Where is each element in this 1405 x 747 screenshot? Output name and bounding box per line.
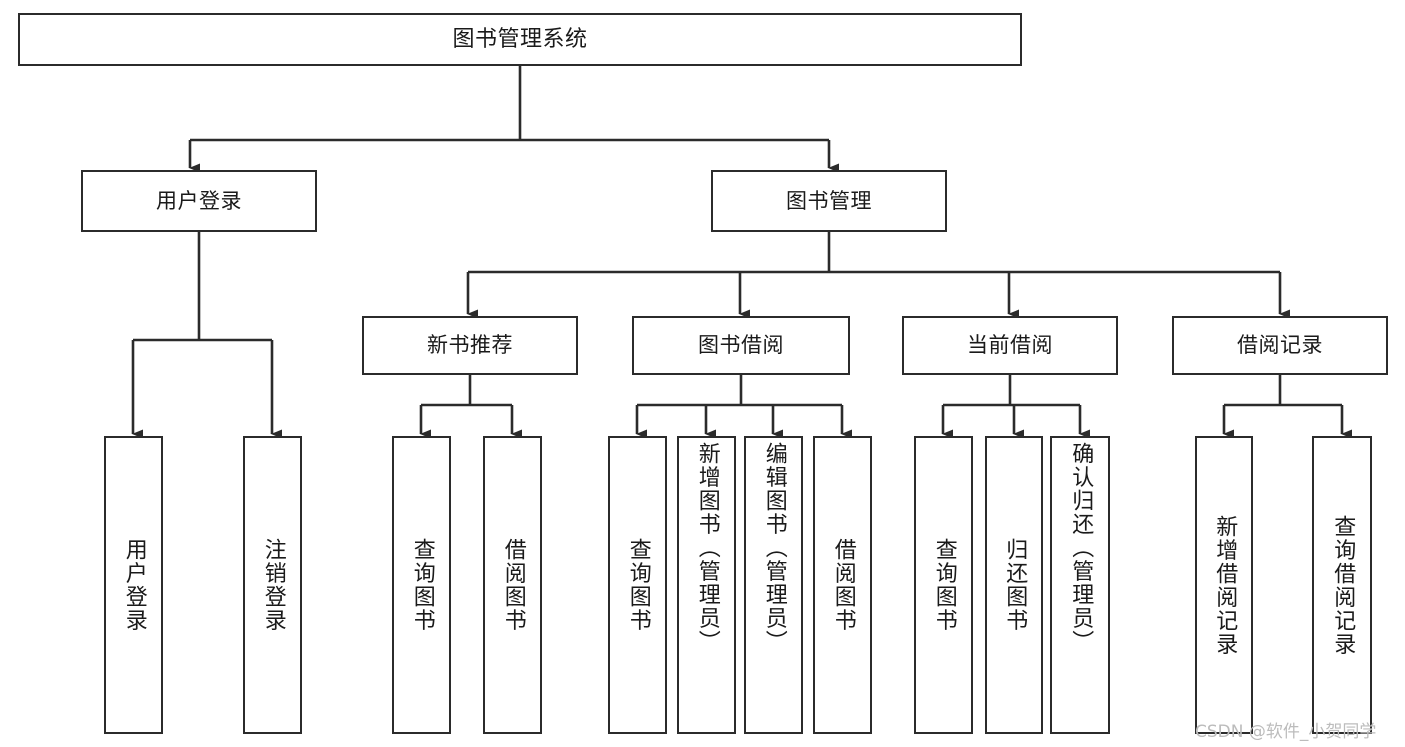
node-leaf-7[interactable]: 借阅图书 [813,436,872,734]
node-label: 查询借阅记录 [1330,514,1356,656]
node-level2-0[interactable]: 新书推荐 [362,316,578,375]
node-level2-3[interactable]: 借阅记录 [1172,316,1388,375]
node-leaf-11[interactable]: 新增借阅记录 [1195,436,1253,734]
node-label: 当前借阅 [967,333,1053,358]
node-leaf-2[interactable]: 查询图书 [392,436,451,734]
node-label: 查询图书 [625,538,651,632]
node-label: 编辑图书（管理员） [761,442,787,654]
node-label: 图书管理 [786,188,872,213]
node-label: 用户登录 [156,188,242,213]
node-leaf-12[interactable]: 查询借阅记录 [1312,436,1372,734]
node-label: 查询图书 [931,538,957,632]
node-leaf-9[interactable]: 归还图书 [985,436,1043,734]
node-label: 归还图书 [1002,538,1028,632]
node-level2-1[interactable]: 图书借阅 [632,316,850,375]
node-label: 用户登录 [121,538,147,632]
node-label: 借阅图书 [830,538,856,632]
node-label: 借阅图书 [500,538,526,632]
node-label: 查询图书 [409,538,435,632]
connectors-group [131,66,1352,439]
node-leaf-0[interactable]: 用户登录 [104,436,163,734]
node-label: 借阅记录 [1237,333,1323,358]
node-label: 新书推荐 [427,333,513,358]
node-leaf-1[interactable]: 注销登录 [243,436,302,734]
node-level2-2[interactable]: 当前借阅 [902,316,1118,375]
node-label: 新增借阅记录 [1212,514,1238,656]
node-label: 图书管理系统 [452,26,588,52]
node-leaf-10[interactable]: 确认归还（管理员） [1050,436,1110,734]
node-leaf-4[interactable]: 查询图书 [608,436,667,734]
node-level1-1[interactable]: 图书管理 [711,170,947,232]
node-leaf-8[interactable]: 查询图书 [914,436,973,734]
node-label: 确认归还（管理员） [1068,442,1094,654]
node-label: 新增图书（管理员） [694,442,720,654]
node-label: 注销登录 [260,538,286,632]
node-label: 图书借阅 [698,333,784,358]
node-leaf-3[interactable]: 借阅图书 [483,436,542,734]
node-level1-0[interactable]: 用户登录 [81,170,317,232]
node-root[interactable]: 图书管理系统 [18,13,1022,66]
node-leaf-5[interactable]: 新增图书（管理员） [677,436,736,734]
node-leaf-6[interactable]: 编辑图书（管理员） [744,436,803,734]
